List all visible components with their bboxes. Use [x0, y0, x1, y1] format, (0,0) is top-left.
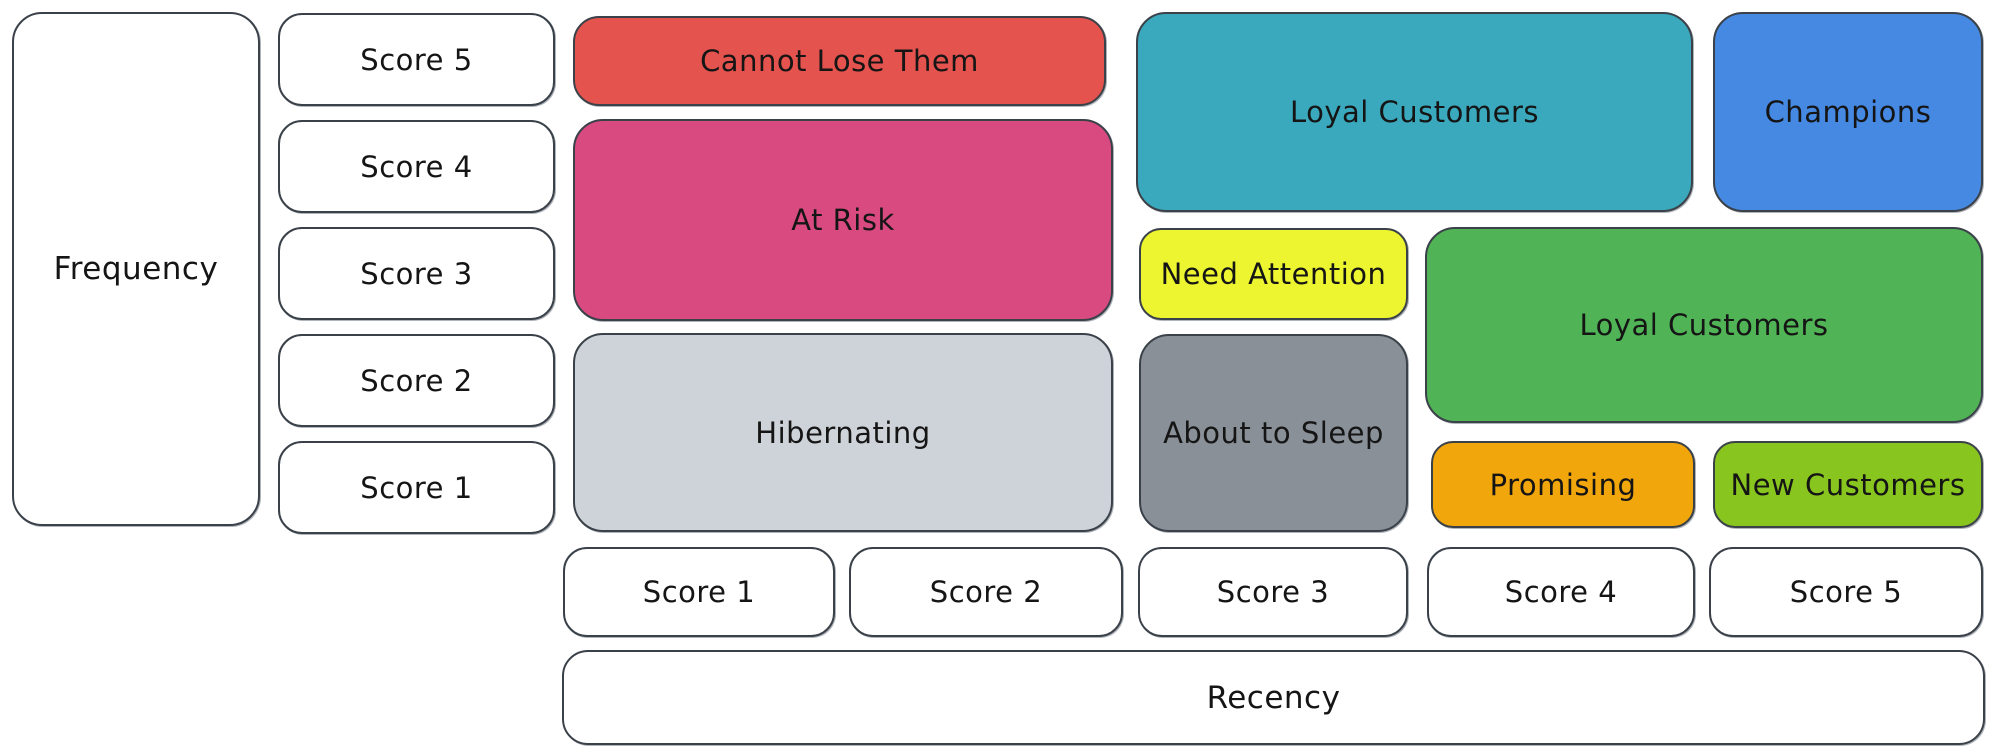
segment-loyal-customers-teal: Loyal Customers — [1136, 12, 1693, 212]
frequency-score-5-box: Score 5 — [278, 13, 555, 106]
segment-need-attention: Need Attention — [1139, 228, 1408, 320]
recency-score-1-box: Score 1 — [563, 547, 835, 637]
frequency-score-3-box: Score 3 — [278, 227, 555, 320]
segment-champions: Champions — [1713, 12, 1983, 212]
frequency-score-1-box: Score 1 — [278, 441, 555, 534]
segment-hibernating: Hibernating — [573, 333, 1113, 532]
segment-cannot-lose-them: Cannot Lose Them — [573, 16, 1106, 106]
segment-promising: Promising — [1431, 441, 1695, 528]
recency-score-2-box: Score 2 — [849, 547, 1123, 637]
frequency-score-4-box: Score 4 — [278, 120, 555, 213]
frequency-axis-label: Frequency — [12, 12, 260, 526]
segment-new-customers: New Customers — [1713, 441, 1983, 528]
recency-axis-label: Recency — [562, 650, 1985, 745]
segment-loyal-customers-green: Loyal Customers — [1425, 227, 1983, 423]
recency-score-5-box: Score 5 — [1709, 547, 1983, 637]
recency-score-4-box: Score 4 — [1427, 547, 1695, 637]
frequency-score-2-box: Score 2 — [278, 334, 555, 427]
segment-at-risk: At Risk — [573, 119, 1113, 321]
segment-about-to-sleep: About to Sleep — [1139, 334, 1408, 532]
recency-score-3-box: Score 3 — [1138, 547, 1408, 637]
